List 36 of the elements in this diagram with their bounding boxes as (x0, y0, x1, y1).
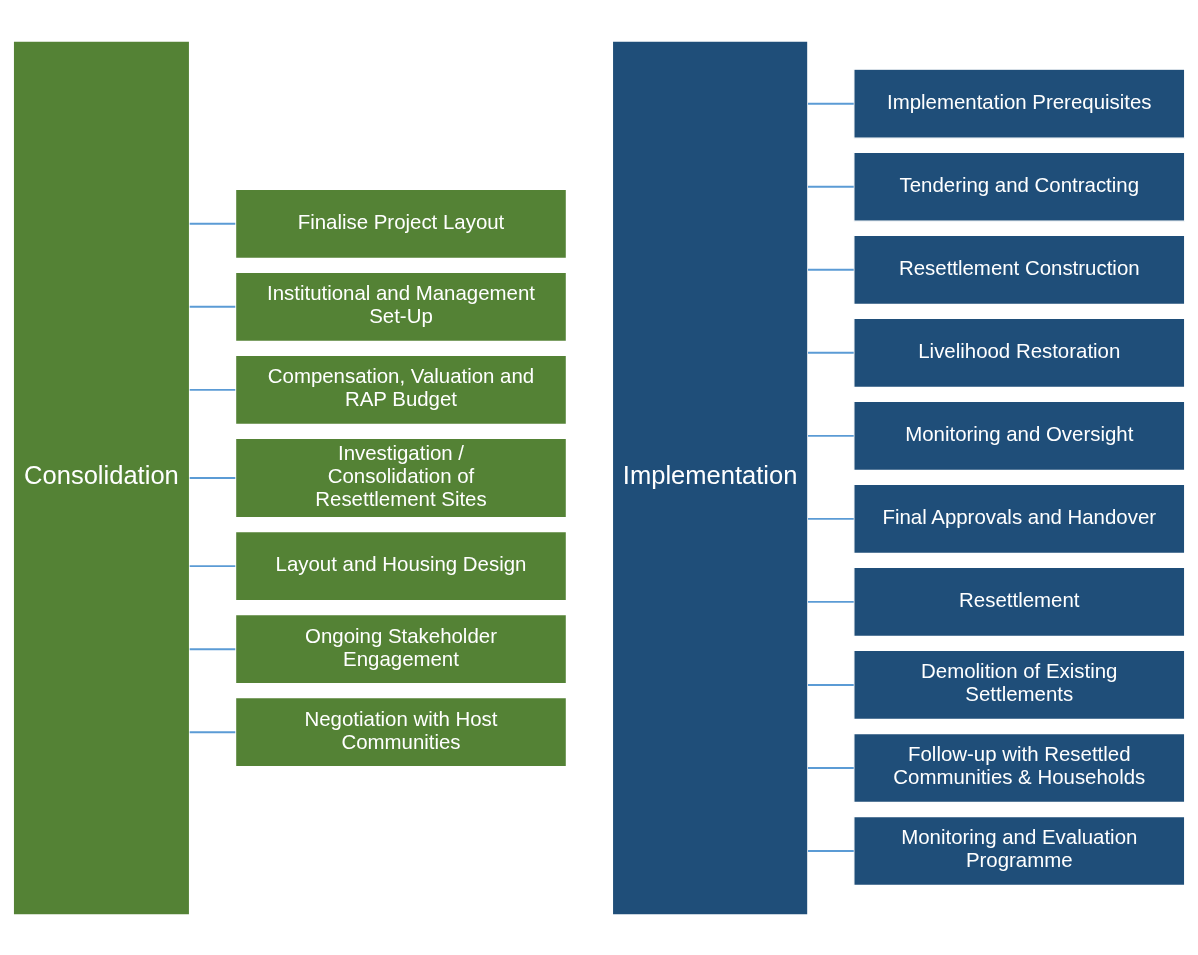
node-box: Monitoring and Evaluation Programme (853, 815, 1186, 886)
node-box: Finalise Project Layout (234, 188, 568, 259)
connector (188, 305, 237, 308)
connector (807, 683, 855, 686)
connector (807, 351, 855, 354)
node-box: Demolition of Existing Settlements (853, 649, 1186, 720)
connector (807, 517, 855, 520)
connector (188, 730, 237, 733)
node-box: Investigation / Consolidation of Resettlement Sites (234, 437, 568, 518)
node-box: Institutional and Management Set-Up (234, 271, 568, 342)
connector (188, 222, 237, 225)
node-box: Follow-up with Resettled Communities & Households (853, 732, 1186, 803)
node-box: Negotiation with Host Communities (234, 696, 568, 767)
connector (807, 268, 855, 271)
node-box: Livelihood Restoration (853, 317, 1186, 388)
connector (807, 102, 855, 105)
connector (807, 434, 855, 437)
node-box: Resettlement Construction (853, 234, 1186, 305)
node-box: Final Approvals and Handover (853, 483, 1186, 554)
node-box: Layout and Housing Design (234, 530, 568, 601)
node-box: Tendering and Contracting (853, 151, 1186, 222)
connector (807, 849, 855, 852)
connector (807, 600, 855, 603)
connector (188, 388, 237, 391)
node-box: Compensation, Valuation and RAP Budget (234, 354, 568, 425)
node-box: Implementation Prerequisites (853, 68, 1186, 139)
connector (188, 564, 237, 567)
node-box: Consolidation (12, 39, 191, 916)
node-box: Ongoing Stakeholder Engagement (234, 613, 568, 684)
connector (188, 476, 237, 479)
node-box: Resettlement (853, 566, 1186, 637)
connector (807, 766, 855, 769)
connector (188, 647, 237, 650)
connector (807, 185, 855, 188)
node-box: Monitoring and Oversight (853, 400, 1186, 471)
node-box: Implementation (611, 39, 809, 916)
